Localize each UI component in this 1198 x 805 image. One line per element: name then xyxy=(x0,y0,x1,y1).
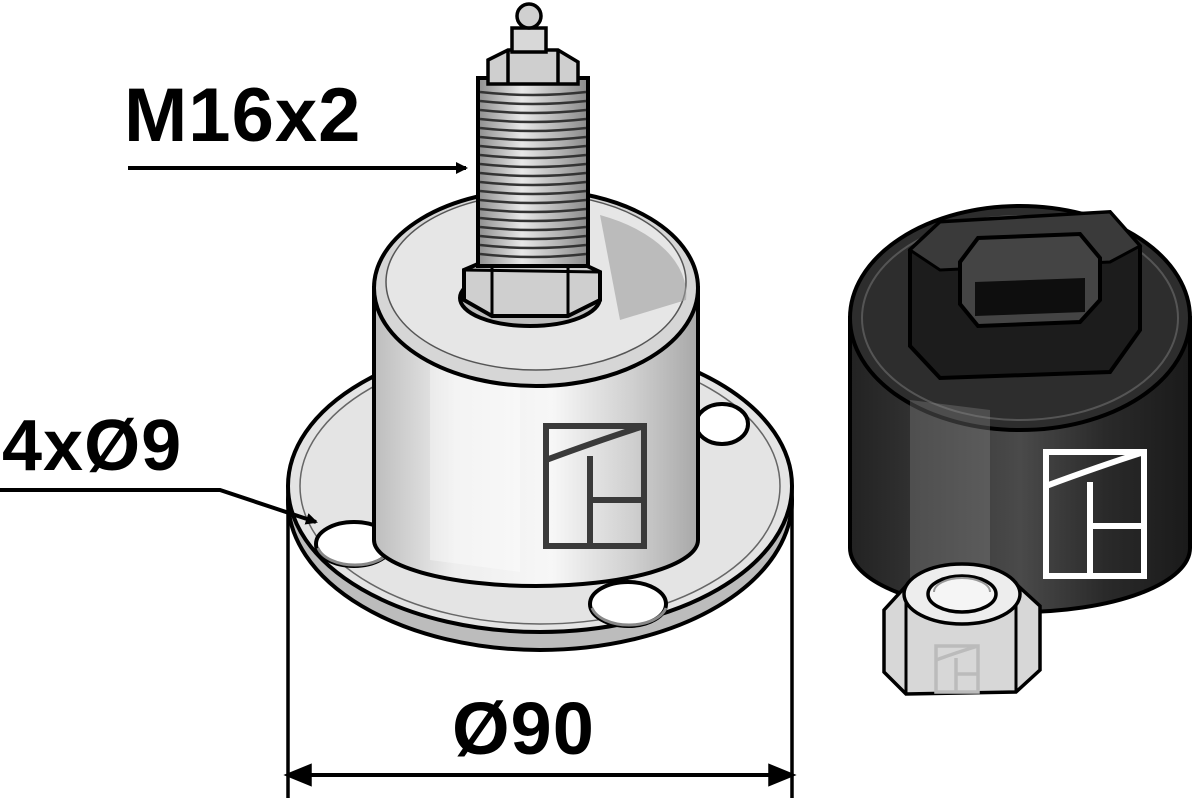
thread-line xyxy=(479,198,587,205)
flange-hole xyxy=(588,580,668,628)
thread-line xyxy=(479,243,587,250)
hole-spec-label: 4xØ9 xyxy=(2,406,183,486)
thread-line xyxy=(479,135,587,142)
thread-line xyxy=(479,162,587,169)
dimension-diameter xyxy=(283,486,797,798)
thread-line xyxy=(479,252,587,259)
flange-diameter-label: Ø90 xyxy=(452,687,595,770)
thread-line xyxy=(479,189,587,196)
thread-line xyxy=(479,108,587,115)
flange-hole xyxy=(694,402,750,446)
brand-logo-icon xyxy=(1043,449,1147,579)
thread-line xyxy=(479,99,587,106)
rubber-bumper xyxy=(848,204,1192,614)
threaded-bolt xyxy=(476,76,590,268)
leader-holes xyxy=(0,488,318,525)
thread-line xyxy=(479,126,587,133)
hex-nut-base xyxy=(458,256,602,328)
thread-line xyxy=(479,117,587,124)
thread-line xyxy=(479,216,587,223)
lock-nut xyxy=(882,562,1042,696)
thread-line xyxy=(479,234,587,241)
thread-line xyxy=(479,171,587,178)
thread-line xyxy=(479,207,587,214)
thread-size-label: M16x2 xyxy=(124,73,362,158)
thread-line xyxy=(479,144,587,151)
thread-line xyxy=(479,225,587,232)
thread-line xyxy=(479,90,587,97)
thread-line xyxy=(479,180,587,187)
brand-logo-icon xyxy=(934,644,980,694)
thread-line xyxy=(479,153,587,160)
brand-logo-icon xyxy=(543,423,647,549)
grease-nipple xyxy=(486,2,580,86)
